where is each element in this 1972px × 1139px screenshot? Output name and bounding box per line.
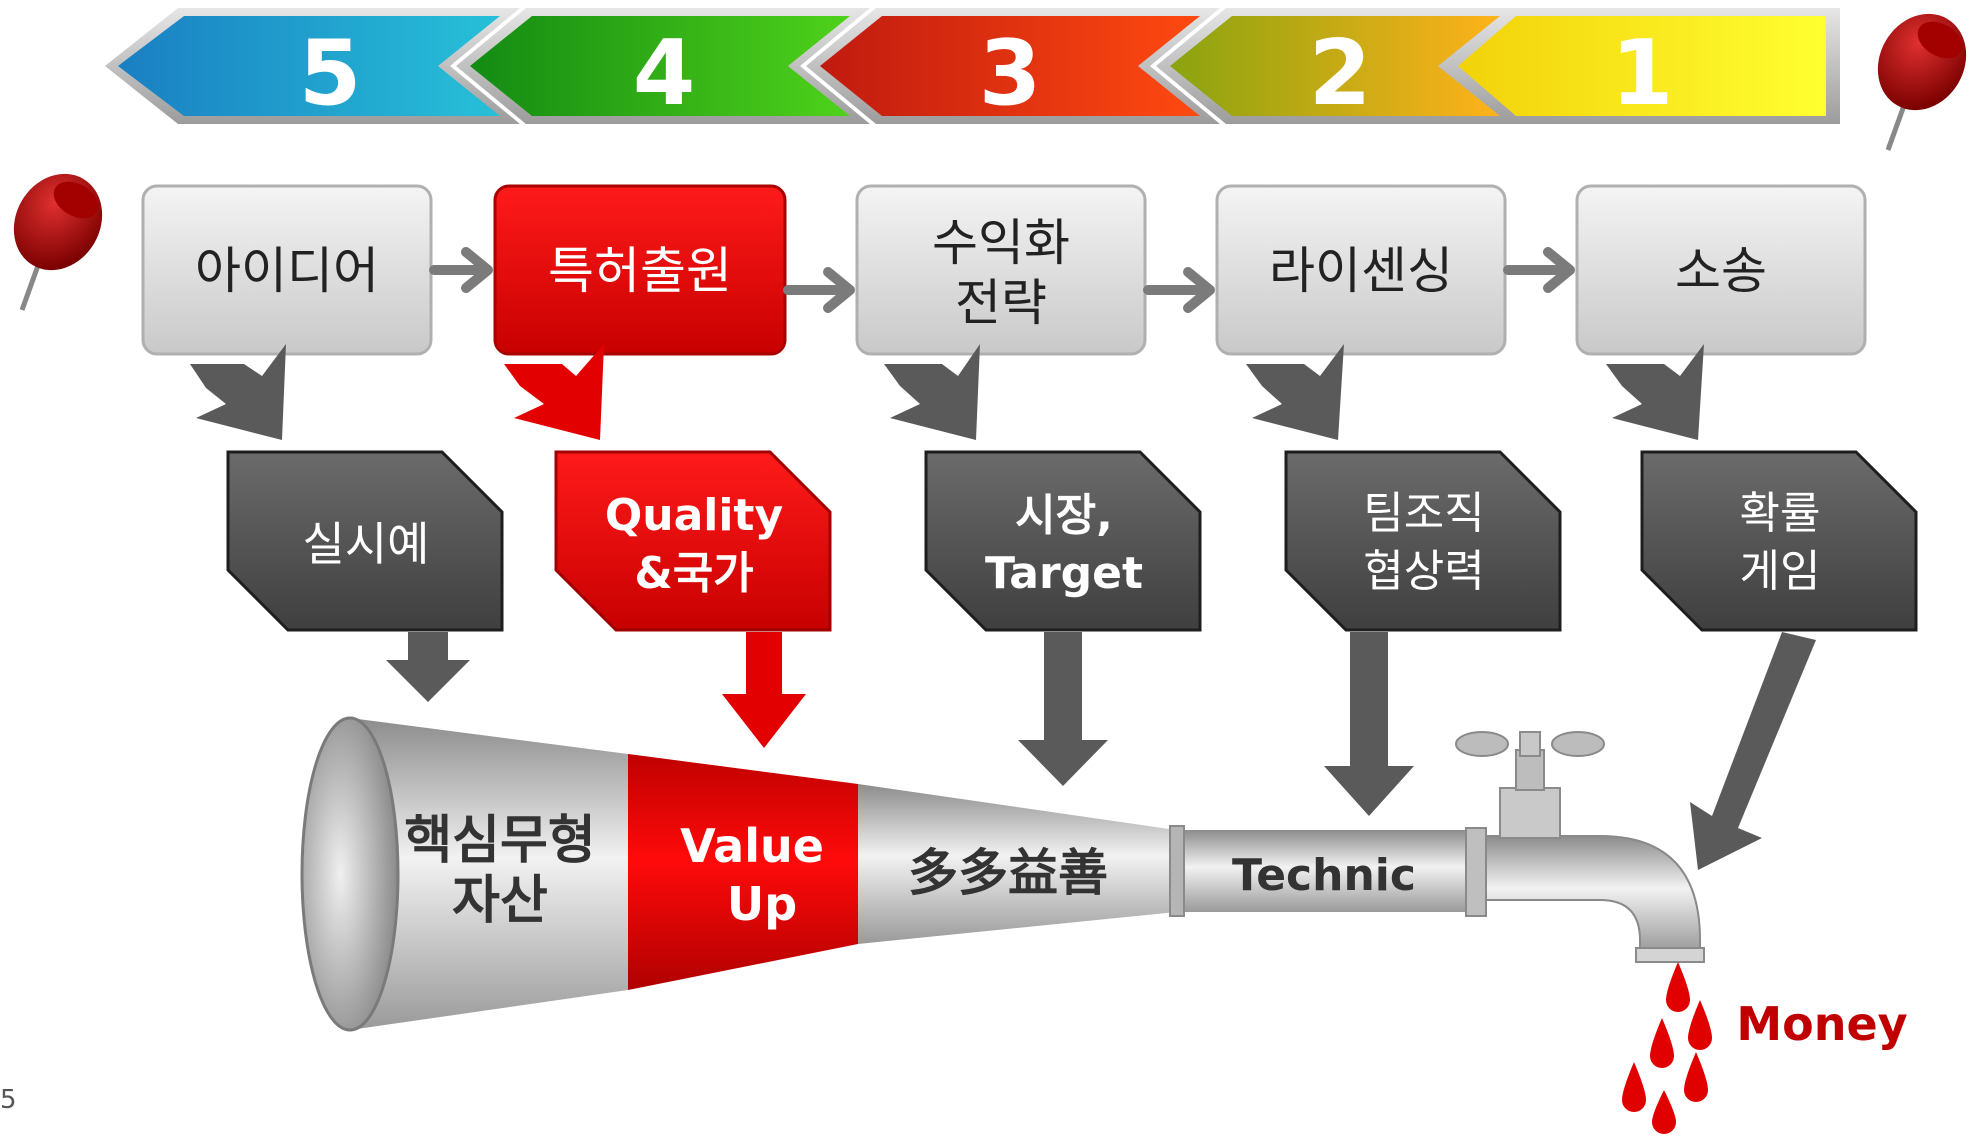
step-label: 특허출원 — [548, 242, 732, 300]
factor-label: 시장, — [1015, 490, 1113, 541]
factor-boxes: 실시예 Quality &국가 시장, Target 팀조직 협상력 확률 게임 — [226, 450, 1918, 632]
factor-label: &국가 — [634, 548, 753, 599]
drop-icon — [1684, 1052, 1708, 1102]
stage-chevron-2: 2 — [1156, 8, 1520, 126]
step-label: 수익화 — [932, 214, 1070, 272]
right-arrow-icon — [1503, 247, 1575, 293]
factor-box-quality-country: Quality &국가 — [554, 450, 832, 632]
stage-number-2: 2 — [1309, 21, 1372, 126]
down-arrow-icon — [1018, 632, 1108, 786]
factor-box-embodiment: 실시예 — [226, 450, 504, 632]
stage-chevron-4: 4 — [456, 8, 870, 126]
down-right-arrow-icon — [1246, 344, 1344, 440]
funnel-segment-label: 핵심무형 — [404, 811, 595, 871]
step-box-litigation: 소송 — [1575, 184, 1867, 356]
factor-label: 확률 — [1740, 488, 1821, 539]
step-box-idea: 아이디어 — [141, 184, 433, 356]
stage-chevron-1: 1 — [1444, 8, 1840, 126]
funnel-input-arrows — [386, 632, 1816, 870]
step-box-monetization: 수익화 전략 — [855, 184, 1147, 356]
factor-box-market-target: 시장, Target — [924, 450, 1202, 632]
factor-label: Quality — [605, 490, 783, 541]
drop-icon — [1666, 962, 1690, 1012]
stage-number-1: 1 — [1611, 21, 1674, 126]
funnel: 핵심무형 자산 Value Up 多多益善 Technic — [300, 716, 1472, 1032]
factor-label: 실시예 — [303, 517, 430, 571]
funnel-segment-label: Up — [727, 877, 797, 931]
down-arrow-icon — [722, 632, 806, 748]
pushpin-icon — [13, 173, 103, 311]
factor-label: 팀조직 — [1363, 488, 1484, 539]
stage-chevron-3: 3 — [806, 8, 1220, 126]
stage-banner: 5 4 3 2 1 — [105, 8, 1840, 126]
drop-icon — [1652, 1090, 1676, 1134]
money-label: Money — [1736, 997, 1907, 1051]
down-right-arrow-icon — [190, 344, 286, 440]
factor-box-team-negotiation: 팀조직 협상력 — [1284, 450, 1562, 632]
factor-box-probability-game: 확률 게임 — [1640, 450, 1918, 632]
step-label: 소송 — [1675, 242, 1767, 300]
step-label: 라이센싱 — [1269, 242, 1453, 300]
right-arrow-icon — [429, 247, 493, 293]
step-label: 전략 — [955, 274, 1047, 332]
money-drops — [1622, 962, 1712, 1134]
funnel-segment-label: Value — [680, 819, 824, 873]
step-label: 아이디어 — [195, 242, 379, 300]
stage-chevron-5: 5 — [105, 8, 520, 126]
factor-label: 협상력 — [1363, 546, 1484, 597]
diagonal-arrows — [190, 344, 1704, 440]
stage-number-4: 4 — [633, 21, 696, 126]
right-arrow-icon — [1143, 267, 1215, 313]
drop-icon — [1650, 1018, 1674, 1068]
funnel-segment-label: 자산 — [452, 871, 548, 931]
faucet-icon — [1455, 731, 1705, 963]
down-right-arrow-icon — [504, 344, 604, 440]
process-steps: 아이디어 특허출원 수익화 전략 라이센싱 소송 — [141, 184, 1867, 356]
stage-number-3: 3 — [979, 21, 1042, 126]
down-arrow-icon — [1324, 632, 1414, 816]
step-box-patent-filing: 특허출원 — [493, 184, 787, 356]
down-right-arrow-icon — [884, 344, 980, 440]
pushpin-icon — [1877, 13, 1967, 151]
stage-number-5: 5 — [299, 21, 362, 126]
right-arrow-icon — [783, 267, 855, 313]
funnel-segment-label: Technic — [1232, 850, 1416, 901]
step-box-licensing: 라이센싱 — [1215, 184, 1507, 356]
down-left-arrow-icon — [1690, 632, 1816, 870]
factor-label: 게임 — [1740, 546, 1821, 597]
drop-icon — [1688, 1000, 1712, 1050]
funnel-segment-label: 多多益善 — [908, 844, 1108, 902]
page-number: 5 — [0, 1085, 17, 1115]
drop-icon — [1622, 1062, 1646, 1112]
factor-label: Target — [985, 548, 1143, 599]
down-right-arrow-icon — [1606, 344, 1704, 440]
down-arrow-icon — [386, 632, 470, 702]
